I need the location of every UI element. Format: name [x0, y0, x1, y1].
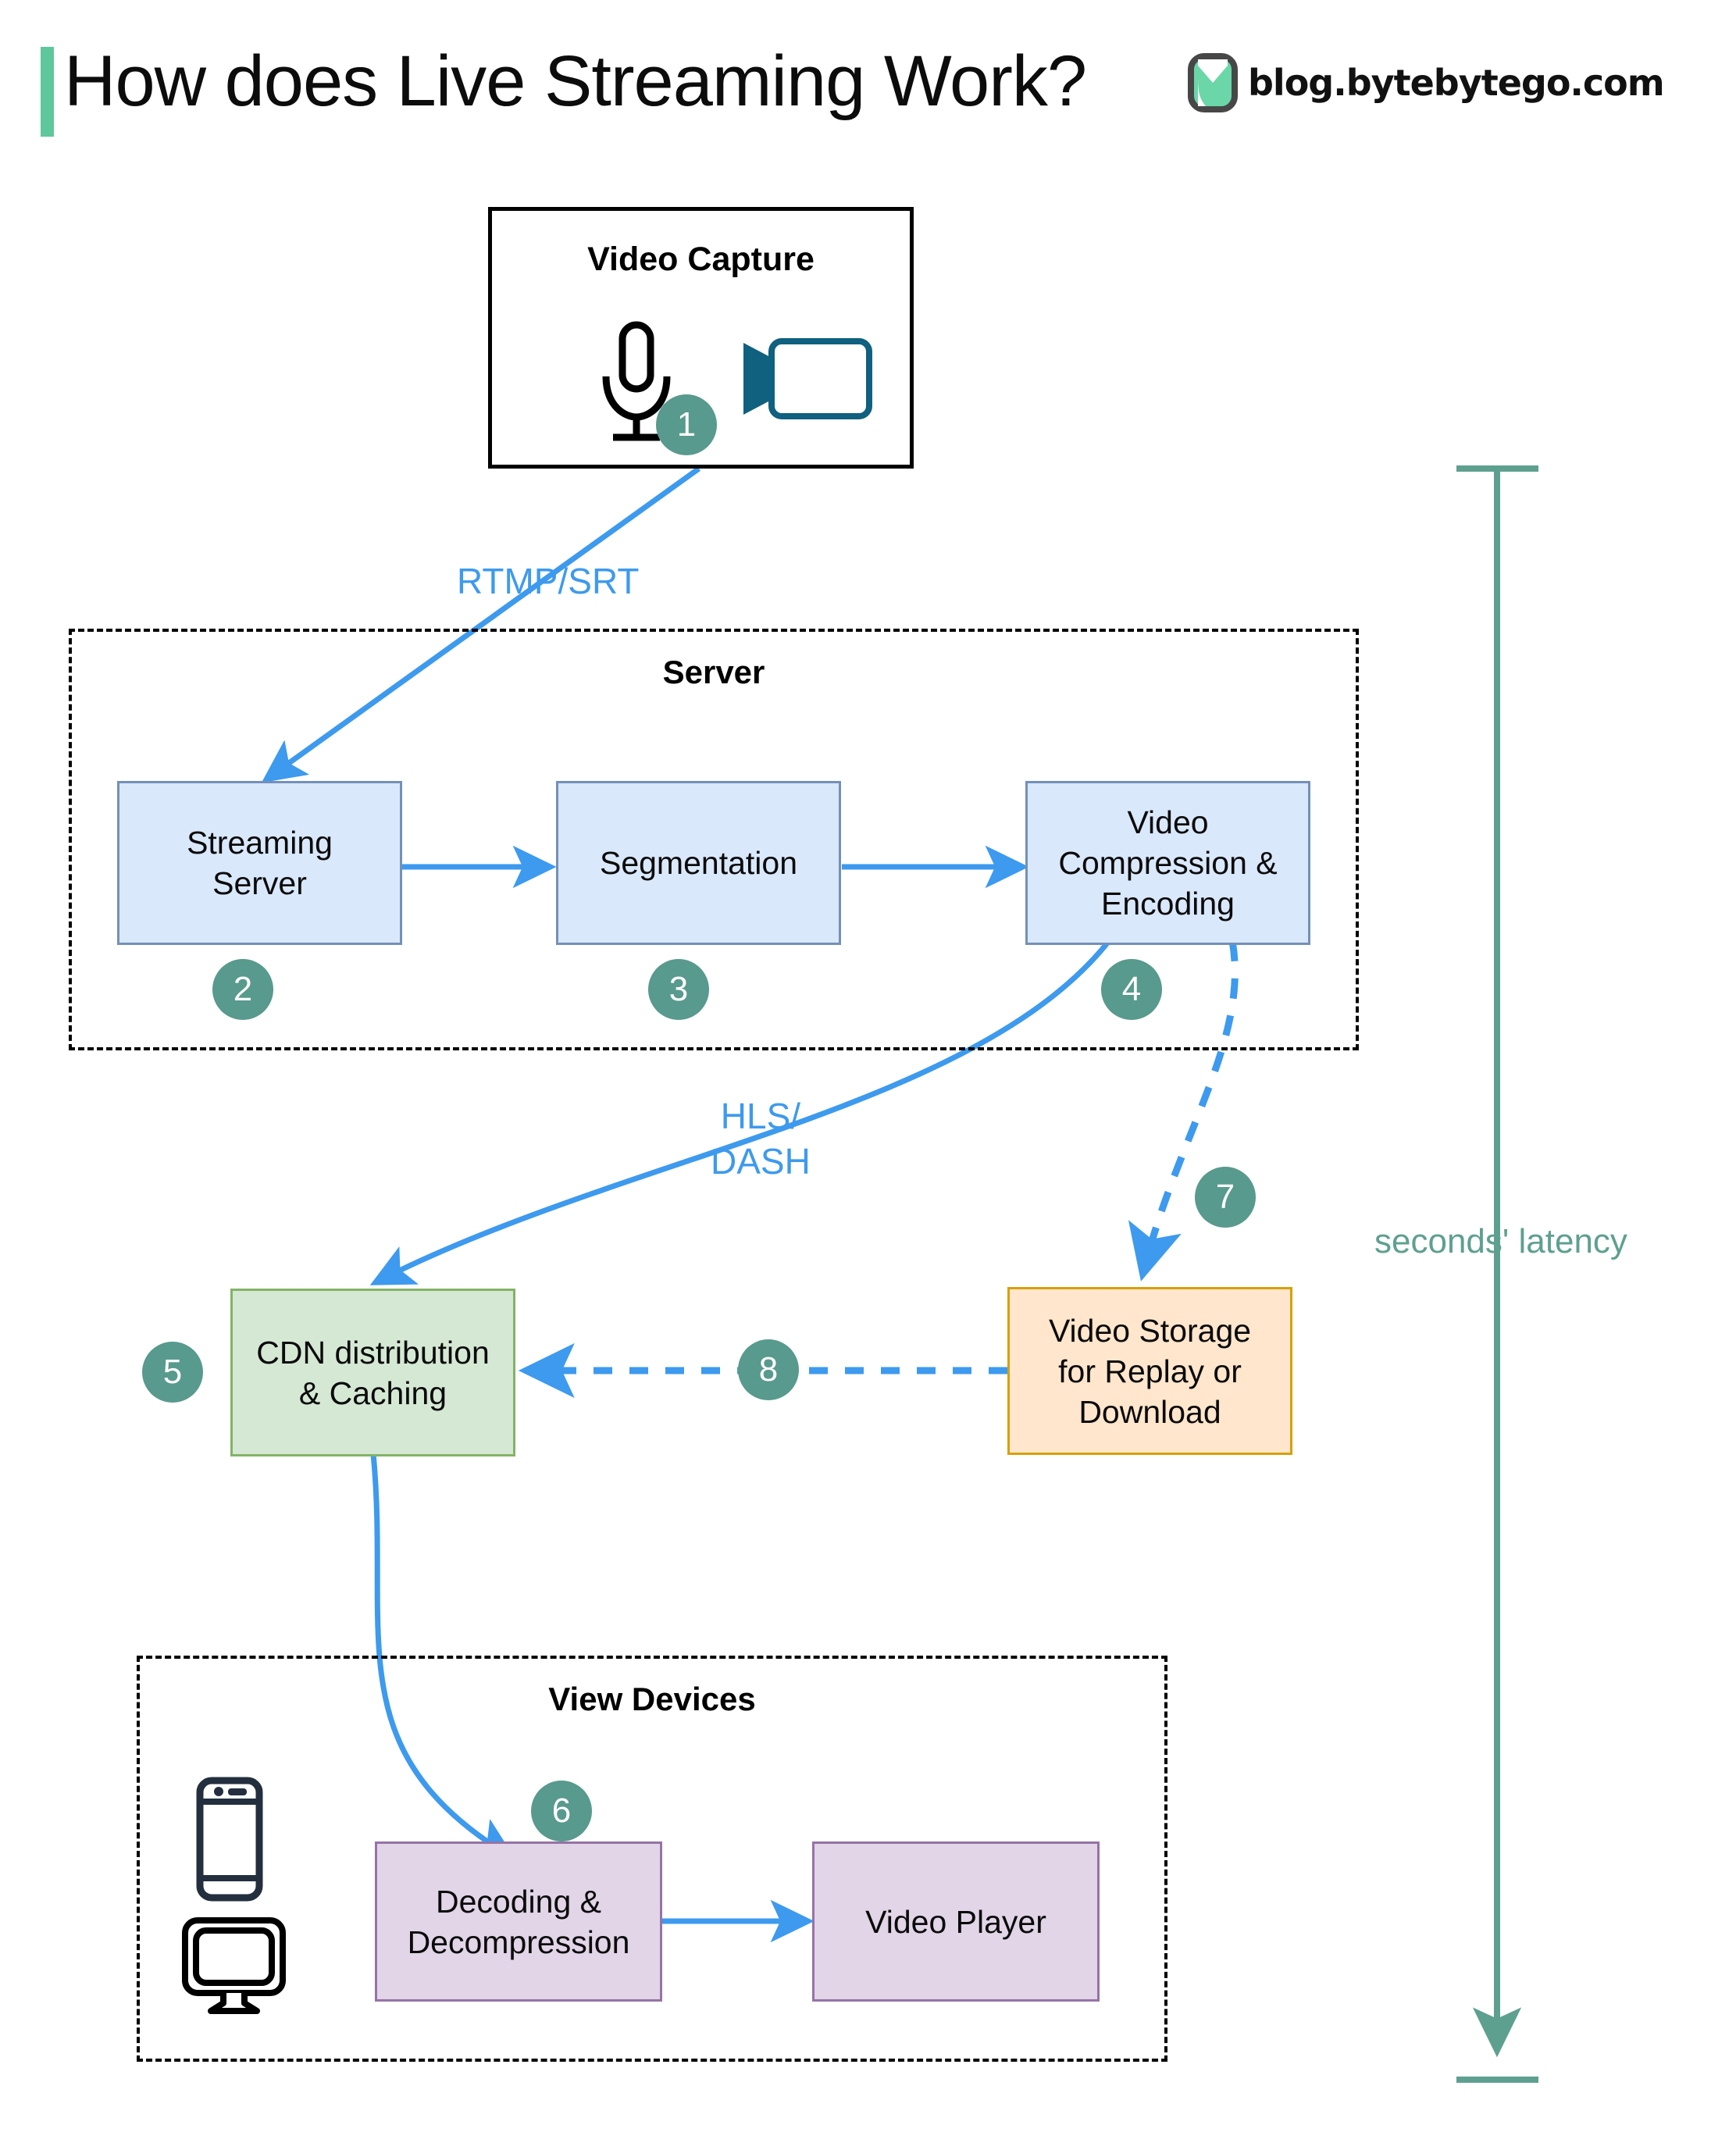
- badge-cdn: 5: [142, 1342, 203, 1403]
- badge-decoding: 6: [531, 1781, 592, 1841]
- node-cdn[interactable]: CDN distribution & Caching: [230, 1289, 515, 1456]
- bytebytego-logo-icon: [1188, 53, 1238, 112]
- badge-storage-to-cdn: 8: [738, 1339, 799, 1400]
- badge-capture: 1: [656, 394, 717, 455]
- node-video-compression-label: Video Compression & Encoding: [1058, 804, 1278, 922]
- page-header: How does Live Streaming Work? blog.byteb…: [0, 0, 1736, 156]
- badge-segmentation: 3: [648, 959, 709, 1020]
- brand-text: blog.bytebytego.com: [1248, 62, 1665, 104]
- mobile-phone-icon: [196, 1777, 263, 1902]
- page-title: How does Live Streaming Work?: [64, 41, 1087, 121]
- node-cdn-label: CDN distribution & Caching: [256, 1334, 490, 1411]
- edge-label-hls-dash: HLS/ DASH: [711, 1096, 811, 1182]
- badge-video-compression: 4: [1101, 959, 1162, 1020]
- badge-storage: 7: [1195, 1167, 1256, 1228]
- node-video-storage[interactable]: Video Storage for Replay or Download: [1007, 1287, 1292, 1455]
- node-decoding-label: Decoding & Decompression: [407, 1883, 630, 1960]
- node-video-compression[interactable]: Video Compression & Encoding: [1025, 781, 1310, 945]
- microphone-icon: [602, 321, 671, 441]
- title-accent-bar: [41, 47, 54, 137]
- view-devices-group-title: View Devices: [548, 1681, 756, 1717]
- camcorder-icon: [743, 338, 872, 419]
- server-group: Server: [69, 629, 1359, 1050]
- node-decoding[interactable]: Decoding & Decompression: [375, 1841, 662, 2002]
- brand-watermark: blog.bytebytego.com: [1187, 53, 1665, 112]
- desktop-monitor-icon: [182, 1917, 286, 2014]
- node-video-storage-label: Video Storage for Replay or Download: [1048, 1312, 1252, 1430]
- server-group-title: Server: [662, 654, 765, 690]
- badge-streaming-server: 2: [212, 959, 273, 1020]
- edge-label-rtmp-srt: RTMP/SRT: [457, 561, 640, 601]
- node-video-player[interactable]: Video Player: [812, 1841, 1100, 2002]
- node-streaming-server-label: Streaming Server: [187, 825, 333, 901]
- node-video-player-label: Video Player: [865, 1903, 1046, 1940]
- video-capture-group: Video Capture 1: [488, 207, 914, 469]
- node-segmentation-label: Segmentation: [599, 845, 797, 881]
- node-streaming-server[interactable]: Streaming Server: [117, 781, 402, 945]
- node-segmentation[interactable]: Segmentation: [556, 781, 841, 945]
- video-capture-title: Video Capture: [587, 241, 815, 278]
- latency-annotation: seconds' latency: [1374, 1222, 1627, 1260]
- view-devices-group: View Devices: [137, 1656, 1167, 2062]
